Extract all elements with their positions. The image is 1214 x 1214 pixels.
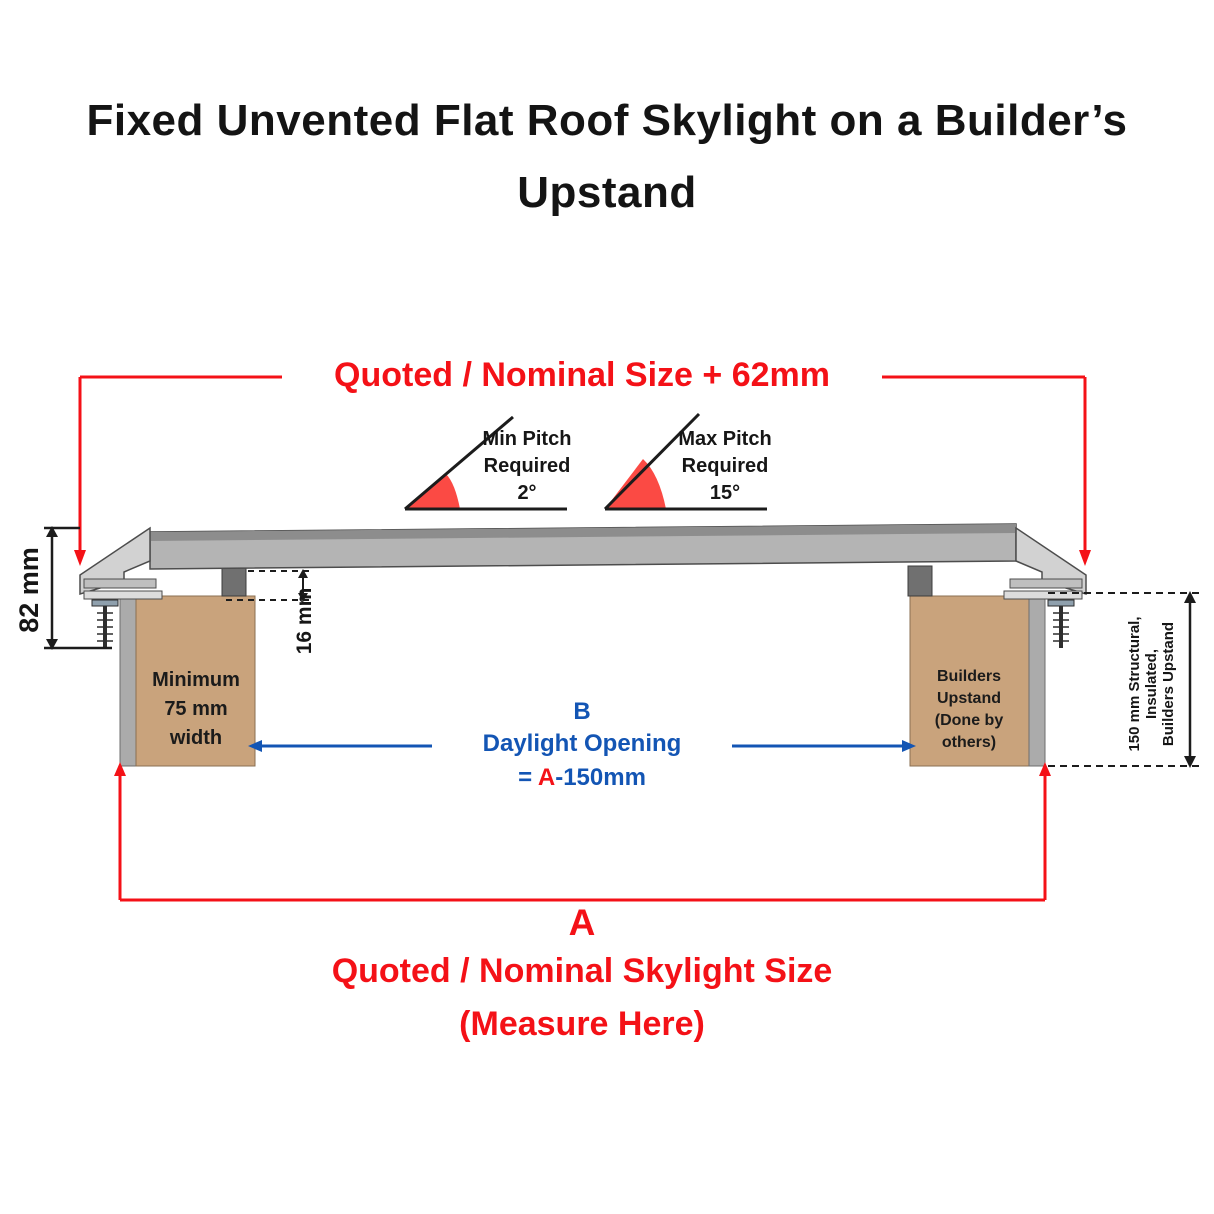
- page-title-line1: Fixed Unvented Flat Roof Skylight on a B…: [86, 96, 1128, 145]
- dim-150mm-label: 150 mm Structural, Insulated, Builders U…: [1126, 595, 1178, 773]
- daylight-eq-prefix: =: [518, 764, 538, 791]
- right-upstand-line2: Upstand: [937, 690, 1001, 707]
- left-screw: [91, 599, 119, 648]
- left-gasket: [221, 565, 247, 597]
- daylight-letter: B: [573, 698, 591, 725]
- max-pitch-value: 15°: [709, 482, 741, 504]
- dim-150mm-arrow-up: [1184, 591, 1196, 603]
- max-pitch-line2: Required: [681, 455, 769, 477]
- page-title-line2: Upstand: [517, 168, 697, 217]
- dim-82mm-arrow-up: [46, 526, 58, 537]
- bottom-dim-arrow-left: [114, 762, 126, 776]
- daylight-eq-suffix: -150mm: [555, 764, 646, 791]
- min-pitch-line2: Required: [483, 455, 571, 477]
- left-upstand-label: Minimum 75 mm width: [134, 666, 258, 753]
- dim-16mm-arrow-down: [298, 593, 308, 602]
- dim-16mm-arrow-up: [298, 569, 308, 578]
- dim-150mm-line2: Insulated,: [1143, 649, 1160, 720]
- glass-panel: [149, 523, 1017, 570]
- right-upstand-block: [909, 595, 1046, 767]
- max-pitch-line1: Max Pitch: [678, 428, 772, 450]
- min-pitch-indicator: [404, 415, 567, 511]
- max-pitch-indicator: [603, 412, 767, 511]
- min-pitch-value: 2°: [517, 482, 537, 504]
- bottom-dimension-lines: [118, 774, 1047, 902]
- dim-150mm-arrow-down: [1184, 756, 1196, 768]
- daylight-label: Daylight Opening: [432, 730, 732, 758]
- bottom-dim-letter: A: [568, 902, 596, 943]
- dim-16mm-label: 16 mm: [293, 587, 316, 655]
- dim-82mm-label: 82 mm: [14, 547, 44, 633]
- min-pitch-wedge: [405, 474, 460, 509]
- bottom-dim-arrow-right: [1039, 762, 1051, 776]
- max-pitch-label: Max Pitch Required 15°: [650, 426, 800, 507]
- dim-150mm-line3: Builders Upstand: [1160, 621, 1177, 747]
- left-upstand-line1: Minimum: [152, 669, 240, 691]
- right-upstand-line3: (Done by others): [934, 712, 1004, 751]
- left-upstand-line2: 75 mm: [164, 698, 228, 720]
- top-dim-arrow-right: [1079, 550, 1091, 566]
- top-dim-arrow-left: [74, 550, 86, 566]
- left-upstand-block: [119, 595, 256, 767]
- right-upstand-label: Builders Upstand (Done by others): [906, 666, 1032, 754]
- left-upstand-line3: width: [169, 727, 223, 749]
- right-upstand-line1: Builders: [936, 668, 1001, 685]
- bottom-dim-line1: Quoted / Nominal Skylight Size: [331, 952, 833, 990]
- dim-82mm-lines: [44, 526, 112, 650]
- daylight-arrow-right: [902, 740, 916, 752]
- top-dimension-label: Quoted / Nominal Size + 62mm: [282, 356, 882, 395]
- daylight-equation: = A-150mm: [432, 764, 732, 792]
- left-frame-profile: [79, 526, 163, 600]
- right-gasket: [907, 565, 933, 597]
- bottom-dim-line2: (Measure Here): [459, 1005, 705, 1043]
- right-screw: [1047, 599, 1075, 648]
- min-pitch-line1: Min Pitch: [482, 428, 572, 450]
- right-frame-profile: [1003, 526, 1087, 600]
- daylight-arrow-left: [248, 740, 262, 752]
- max-pitch-wedge: [605, 459, 666, 509]
- dim-150mm-lines: [1048, 592, 1200, 767]
- dim-150mm-line1: 150 mm Structural,: [1126, 616, 1143, 752]
- daylight-eq-a: A: [537, 764, 556, 791]
- dim-82mm-arrow-down: [46, 639, 58, 650]
- min-pitch-label: Min Pitch Required 2°: [452, 426, 602, 507]
